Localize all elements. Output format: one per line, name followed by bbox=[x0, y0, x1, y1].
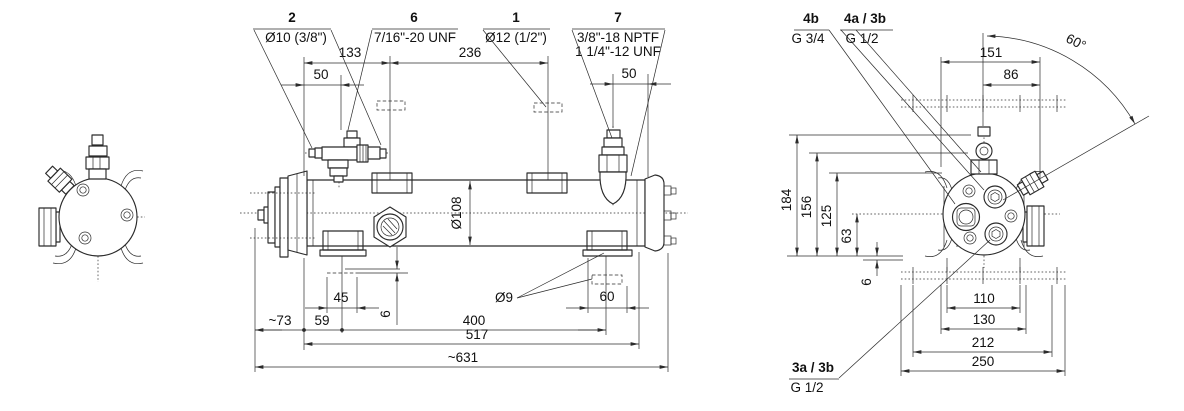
dim-angle: 60° bbox=[1064, 31, 1089, 54]
port-4b bbox=[951, 202, 981, 232]
end-cap-circle bbox=[942, 172, 1026, 256]
port7-fitting bbox=[598, 126, 628, 206]
dim-151: 151 bbox=[980, 45, 1003, 60]
main-dimensions: 133 236 50 50 Ø108 6 45 60 Ø9 ~73 59 400 bbox=[254, 45, 671, 372]
flange-bolts bbox=[76, 183, 134, 245]
hidden-slot bbox=[591, 274, 623, 285]
callout-4a-3b-id: 4a / 3b bbox=[844, 11, 886, 26]
side-hex-nut bbox=[38, 207, 61, 247]
callout-6: 6 7/16"-20 UNF bbox=[347, 10, 458, 131]
callout-2: 2 Ø10 (3/8") bbox=[253, 10, 382, 149]
dim-total-len: ~631 bbox=[448, 350, 478, 365]
dim-50-left: 50 bbox=[313, 67, 328, 82]
callout-6-id: 6 bbox=[410, 10, 418, 25]
left-bonnet bbox=[250, 170, 316, 258]
charge-valve-assembly bbox=[305, 130, 388, 188]
callout-4a-3b: 4a / 3b G 1/2 bbox=[840, 11, 985, 191]
flange-bolts bbox=[962, 184, 1018, 245]
dim-125: 125 bbox=[819, 205, 834, 228]
dim-shell-dia: Ø108 bbox=[449, 196, 464, 229]
dim-50-right: 50 bbox=[621, 66, 636, 81]
end-callouts: 4b G 3/4 4a / 3b G 1/2 3a / 3b G 1/2 bbox=[789, 11, 991, 395]
callout-4b-id: 4b bbox=[803, 11, 819, 26]
dim-45: 45 bbox=[333, 290, 348, 305]
dim-59: 59 bbox=[314, 313, 329, 328]
dim-60: 60 bbox=[599, 289, 614, 304]
dim-end-len: ~73 bbox=[269, 313, 292, 328]
callout-2-spec: Ø10 (3/8") bbox=[265, 30, 327, 45]
callout-1: 1 Ø12 (1/2") bbox=[482, 10, 550, 108]
dim-slot-dia: Ø9 bbox=[495, 290, 513, 305]
right-bonnet bbox=[644, 174, 677, 252]
callout-7: 7 3/8"-18 NPTF 1 1/4"-12 UNF bbox=[571, 10, 666, 177]
dim-236: 236 bbox=[459, 45, 482, 60]
vent-valve bbox=[970, 126, 998, 175]
dim-86: 86 bbox=[1003, 67, 1018, 82]
side-hex-nut bbox=[1022, 205, 1045, 247]
vent-valve bbox=[85, 134, 110, 180]
dim-63: 63 bbox=[839, 228, 854, 243]
port-bottom-right bbox=[984, 222, 1008, 246]
callout-3a-3b-id: 3a / 3b bbox=[792, 360, 834, 375]
callout-7-id: 7 bbox=[614, 10, 622, 25]
callout-7-spec1: 3/8"-18 NPTF bbox=[577, 30, 659, 45]
callout-3a-3b: 3a / 3b G 1/2 bbox=[789, 239, 991, 395]
left-end-view bbox=[38, 134, 145, 282]
dim-156: 156 bbox=[799, 196, 814, 219]
dim-184: 184 bbox=[779, 188, 794, 211]
dim-400: 400 bbox=[463, 313, 486, 328]
dim-130: 130 bbox=[973, 312, 996, 327]
dim-110: 110 bbox=[973, 291, 995, 306]
dim-133: 133 bbox=[339, 45, 362, 60]
hidden-boss-6 bbox=[376, 100, 406, 111]
callout-3a-3b-spec: G 1/2 bbox=[790, 380, 823, 395]
angle-arc bbox=[986, 34, 1136, 125]
end-dimensions: 151 86 60° 184 156 125 63 6 110 130 212 … bbox=[779, 31, 1150, 376]
end-cap-circle bbox=[58, 177, 138, 257]
dim-6: 6 bbox=[859, 278, 874, 286]
dim-212: 212 bbox=[972, 335, 995, 350]
bonnet-bolts bbox=[663, 185, 677, 246]
callout-1-spec: Ø12 (1/2") bbox=[485, 30, 547, 45]
main-side-view bbox=[240, 100, 688, 285]
callout-1-id: 1 bbox=[512, 10, 520, 25]
port-top-right bbox=[983, 185, 1007, 209]
dim-250: 250 bbox=[972, 354, 995, 369]
hex-plug-port bbox=[373, 206, 407, 248]
callout-4b: 4b G 3/4 bbox=[791, 11, 956, 205]
dim-517: 517 bbox=[466, 327, 489, 342]
saddle-clamps bbox=[319, 172, 633, 257]
callout-4b-spec: G 3/4 bbox=[791, 31, 825, 46]
callout-7-spec2: 1 1/4"-12 UNF bbox=[575, 44, 661, 59]
callout-2-id: 2 bbox=[288, 10, 296, 25]
dim-foot-h: 6 bbox=[378, 310, 393, 318]
main-callouts: 2 Ø10 (3/8") 6 7/16"-20 UNF 1 Ø12 (1/2")… bbox=[253, 10, 666, 177]
callout-6-spec: 7/16"-20 UNF bbox=[374, 30, 456, 45]
callout-4a-3b-spec: G 1/2 bbox=[845, 31, 878, 46]
